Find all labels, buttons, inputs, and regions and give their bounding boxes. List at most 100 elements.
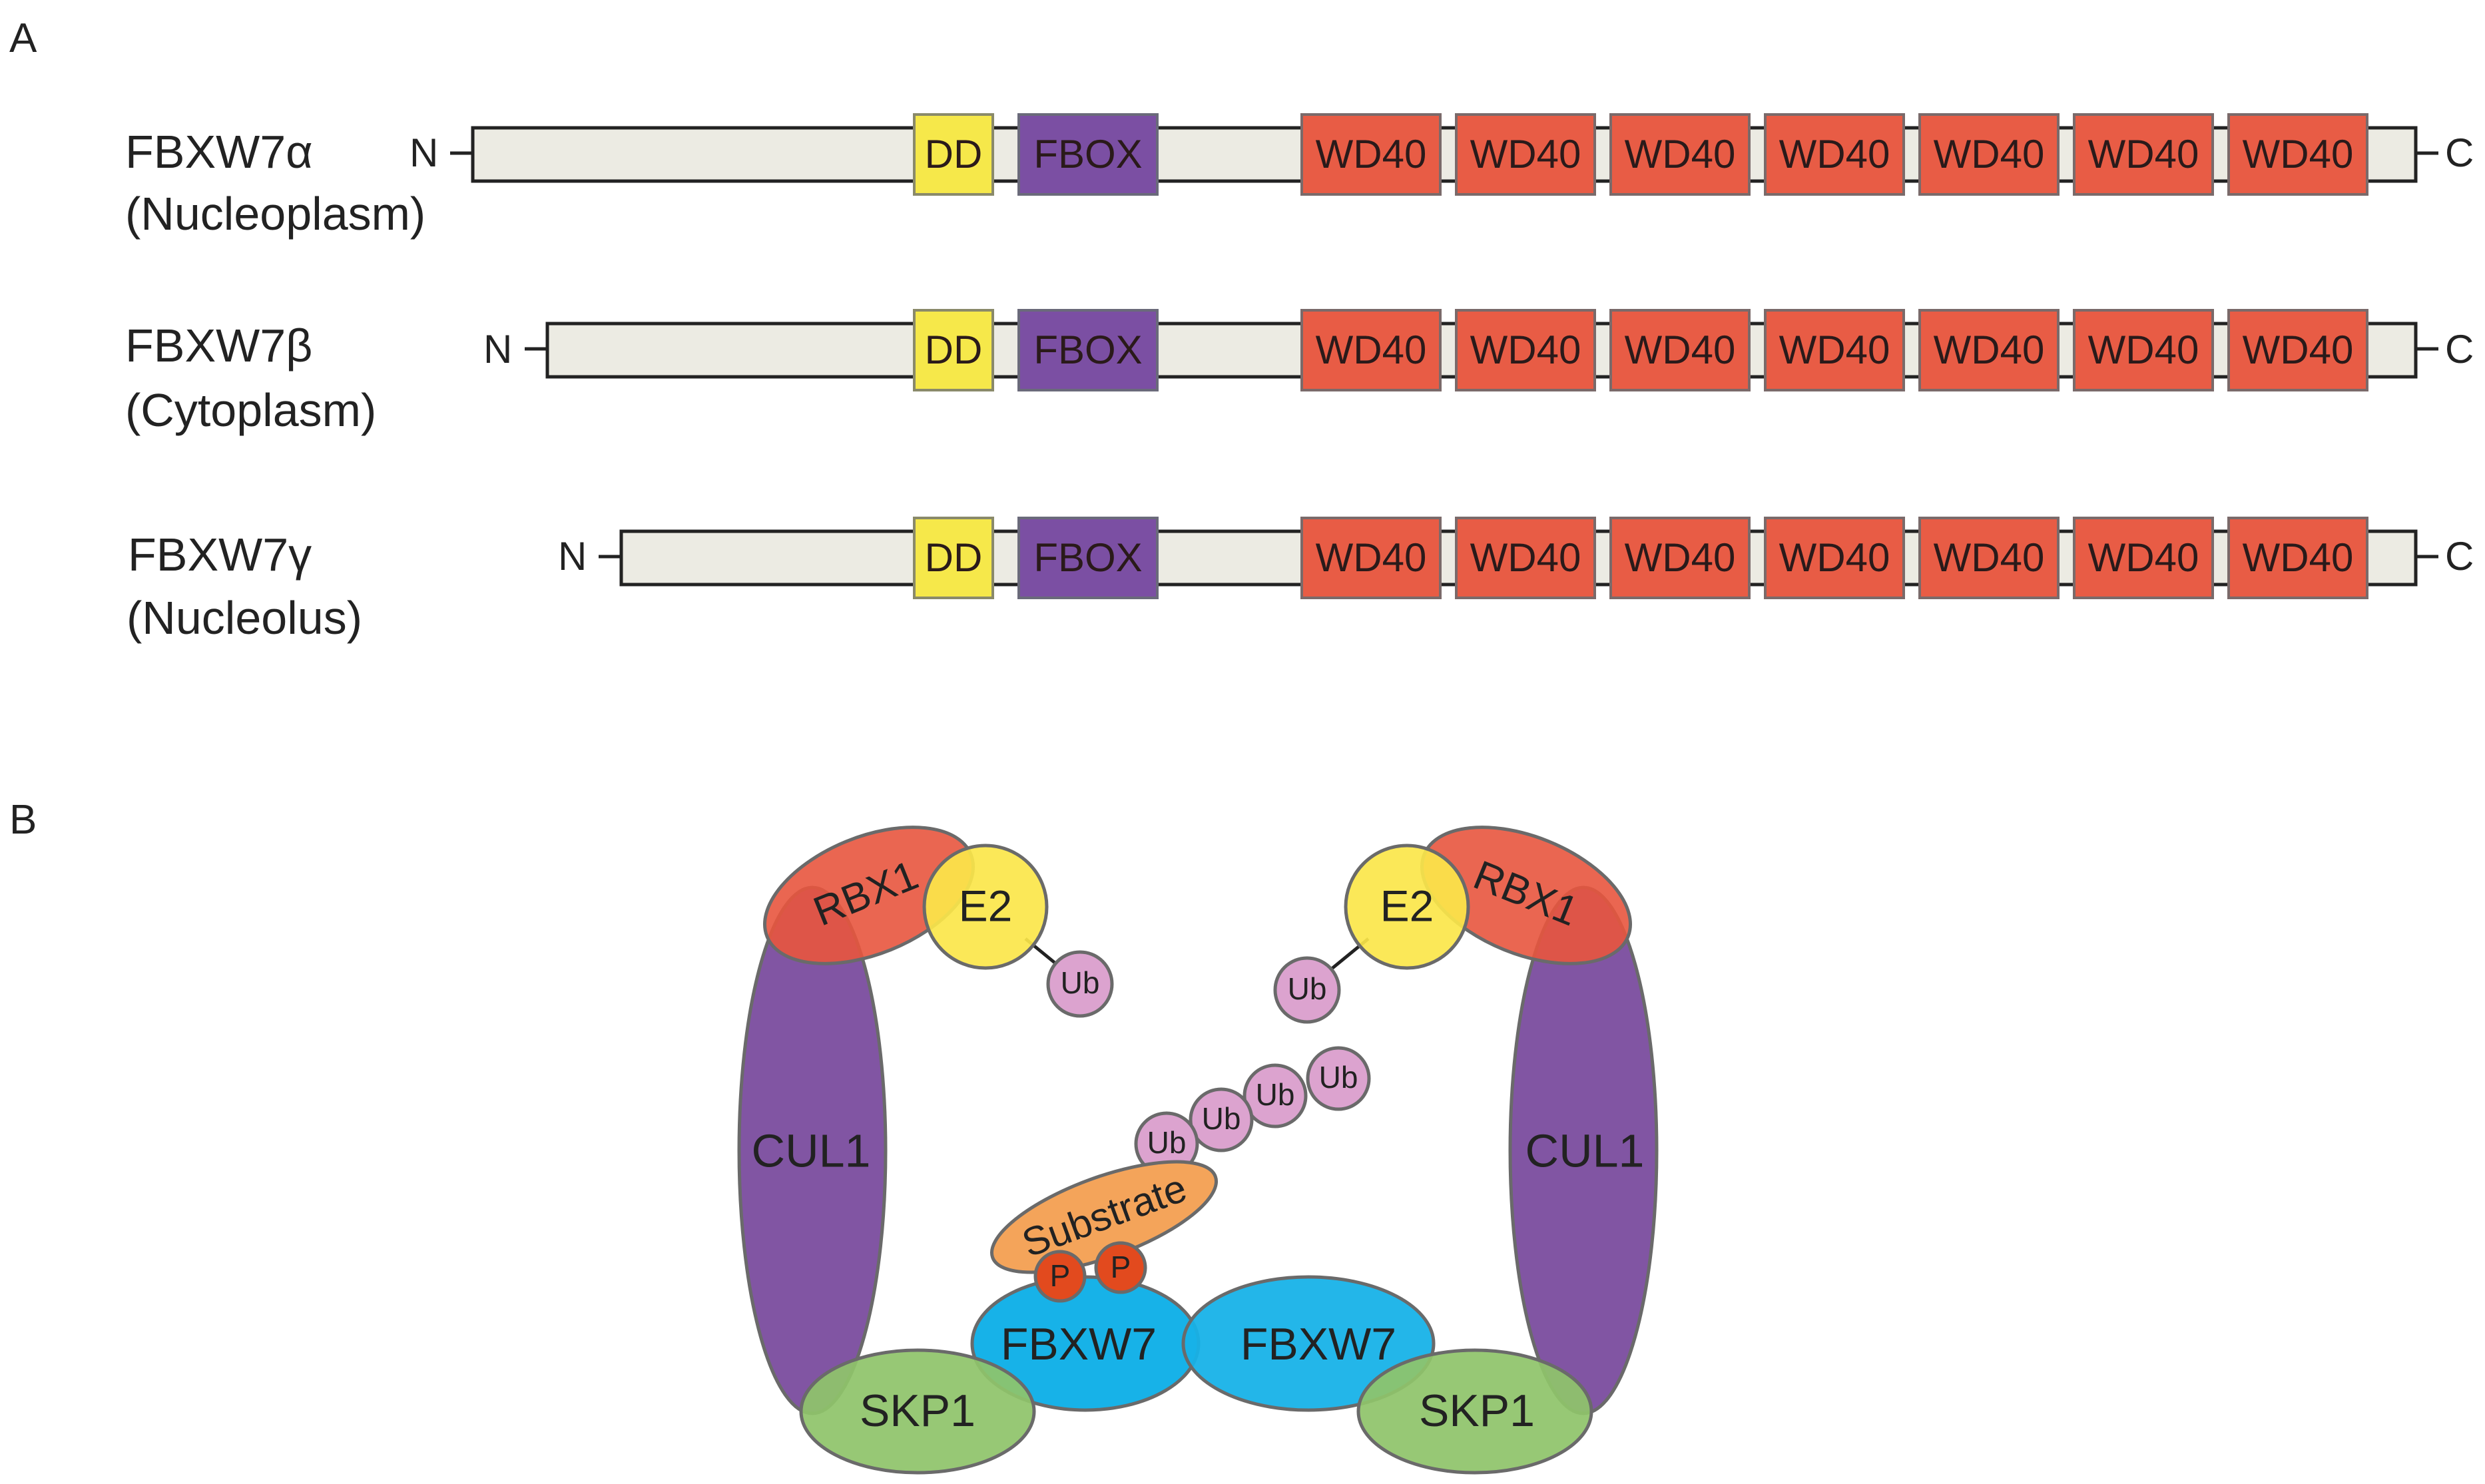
- c-terminus-label: C: [2445, 534, 2474, 579]
- skp1-right-label: SKP1: [1419, 1385, 1535, 1436]
- svg-text:DD: DD: [925, 535, 983, 580]
- svg-text:WD40: WD40: [1625, 132, 1736, 176]
- svg-text:WD40: WD40: [2088, 328, 2199, 372]
- wd40-domain-6: WD40: [2073, 113, 2214, 196]
- wd40-domain-3: WD40: [1609, 113, 1751, 196]
- svg-text:DD: DD: [925, 328, 983, 372]
- n-terminus-label: N: [410, 130, 438, 175]
- fbxw7-right: [1181, 1275, 1436, 1412]
- svg-text:FBOX: FBOX: [1033, 535, 1142, 580]
- wd40-domain-7: WD40: [2227, 113, 2368, 196]
- e2-left: [922, 844, 1049, 970]
- cul1-left-label: CUL1: [752, 1124, 871, 1176]
- svg-text:WD40: WD40: [1316, 535, 1427, 580]
- svg-text:WD40: WD40: [2088, 132, 2199, 176]
- isoform-beta: FBXW7β (Cytoplasm) N C DD FBOX WD40 WD40…: [125, 309, 2474, 436]
- fbox-domain: FBOX: [1017, 113, 1159, 196]
- wd40-domain-4: WD40: [1764, 309, 1905, 391]
- isoform-alpha-location: (Nucleoplasm): [125, 188, 425, 240]
- fbox-domain: FBOX: [1017, 309, 1159, 391]
- ub-chain-3-label: Ub: [1256, 1077, 1295, 1112]
- dd-domain: DD: [913, 309, 994, 391]
- svg-text:WD40: WD40: [2243, 535, 2354, 580]
- svg-text:DD: DD: [925, 132, 983, 176]
- svg-text:FBOX: FBOX: [1033, 132, 1142, 176]
- wd40-domain-1: WD40: [1300, 517, 1442, 599]
- wd40-domain-7: WD40: [2227, 517, 2368, 599]
- phospho-1: [1033, 1250, 1087, 1303]
- wd40-domain-1: WD40: [1300, 113, 1442, 196]
- isoform-gamma: FBXW7γ (Nucleolus) N C DD FBOX WD40 WD40…: [127, 517, 2474, 644]
- isoform-alpha: FBXW7α (Nucleoplasm) N C DD FBOX WD40 WD…: [125, 113, 2474, 240]
- panel-b-letter: B: [9, 797, 37, 843]
- wd40-domain-6: WD40: [2073, 517, 2214, 599]
- phospho-2: [1094, 1241, 1147, 1294]
- phospho-2-label: P: [1111, 1250, 1131, 1284]
- ub-chain-4-label: Ub: [1319, 1060, 1358, 1095]
- ub-chain-2: [1189, 1087, 1254, 1152]
- wd40-domain-2: WD40: [1455, 113, 1596, 196]
- fbxw7-right-label: FBXW7: [1241, 1319, 1396, 1369]
- svg-text:WD40: WD40: [1934, 535, 2045, 580]
- fbox-domain: FBOX: [1017, 517, 1159, 599]
- svg-text:WD40: WD40: [1779, 132, 1890, 176]
- ub-right: [1273, 956, 1341, 1024]
- n-terminus-label: N: [483, 327, 512, 371]
- skp1-left: [799, 1348, 1036, 1475]
- svg-text:WD40: WD40: [1934, 328, 2045, 372]
- wd40-domain-5: WD40: [1918, 309, 2060, 391]
- n-terminus-label: N: [558, 534, 587, 579]
- wd40-domain-4: WD40: [1764, 517, 1905, 599]
- scf-complex: [737, 826, 1659, 1475]
- ub-chain-1-label: Ub: [1147, 1125, 1187, 1160]
- svg-text:WD40: WD40: [1779, 535, 1890, 580]
- c-terminus-label: C: [2445, 327, 2474, 371]
- svg-text:WD40: WD40: [1470, 535, 1581, 580]
- ub-right-label: Ub: [1288, 971, 1327, 1006]
- e2-right: [1344, 844, 1470, 970]
- wd40-domain-2: WD40: [1455, 309, 1596, 391]
- wd40-domain-1: WD40: [1300, 309, 1442, 391]
- wd40-domain-3: WD40: [1609, 309, 1751, 391]
- svg-text:WD40: WD40: [2243, 132, 2354, 176]
- svg-text:WD40: WD40: [2088, 535, 2199, 580]
- isoform-beta-location: (Cytoplasm): [125, 384, 376, 436]
- isoform-gamma-location: (Nucleolus): [127, 592, 362, 644]
- svg-text:WD40: WD40: [1470, 132, 1581, 176]
- wd40-domain-5: WD40: [1918, 517, 2060, 599]
- svg-text:WD40: WD40: [1625, 535, 1736, 580]
- svg-text:WD40: WD40: [1316, 328, 1427, 372]
- wd40-domain-5: WD40: [1918, 113, 2060, 196]
- wd40-domain-6: WD40: [2073, 309, 2214, 391]
- phospho-1-label: P: [1050, 1258, 1071, 1293]
- svg-text:WD40: WD40: [2243, 328, 2354, 372]
- e2-left-label: E2: [959, 881, 1013, 930]
- isoform-gamma-name: FBXW7γ: [128, 529, 312, 581]
- wd40-domain-7: WD40: [2227, 309, 2368, 391]
- ub-chain-2-label: Ub: [1202, 1101, 1241, 1136]
- wd40-domain-2: WD40: [1455, 517, 1596, 599]
- skp1-left-label: SKP1: [860, 1385, 975, 1436]
- skp1-right: [1356, 1348, 1593, 1475]
- svg-text:WD40: WD40: [1779, 328, 1890, 372]
- svg-text:FBOX: FBOX: [1033, 328, 1142, 372]
- ub-left-label: Ub: [1061, 965, 1100, 1000]
- dd-domain: DD: [913, 113, 994, 196]
- ub-left: [1046, 950, 1114, 1018]
- ub-chain-3: [1242, 1063, 1308, 1128]
- wd40-domain-4: WD40: [1764, 113, 1905, 196]
- panel-b-labels: RBX1 RBX1 E2 E2 Ub Ub Ub Ub Ub Ub CUL1 C…: [752, 852, 1645, 1436]
- isoform-beta-name: FBXW7β: [125, 320, 312, 371]
- e2-right-label: E2: [1380, 881, 1434, 930]
- wd40-domain-3: WD40: [1609, 517, 1751, 599]
- fbxw7-left-label: FBXW7: [1001, 1319, 1157, 1369]
- svg-text:WD40: WD40: [1316, 132, 1427, 176]
- svg-text:WD40: WD40: [1934, 132, 2045, 176]
- isoform-alpha-name: FBXW7α: [125, 126, 313, 178]
- panel-a-letter: A: [9, 15, 37, 61]
- svg-text:WD40: WD40: [1625, 328, 1736, 372]
- svg-text:WD40: WD40: [1470, 328, 1581, 372]
- dd-domain: DD: [913, 517, 994, 599]
- c-terminus-label: C: [2445, 130, 2474, 175]
